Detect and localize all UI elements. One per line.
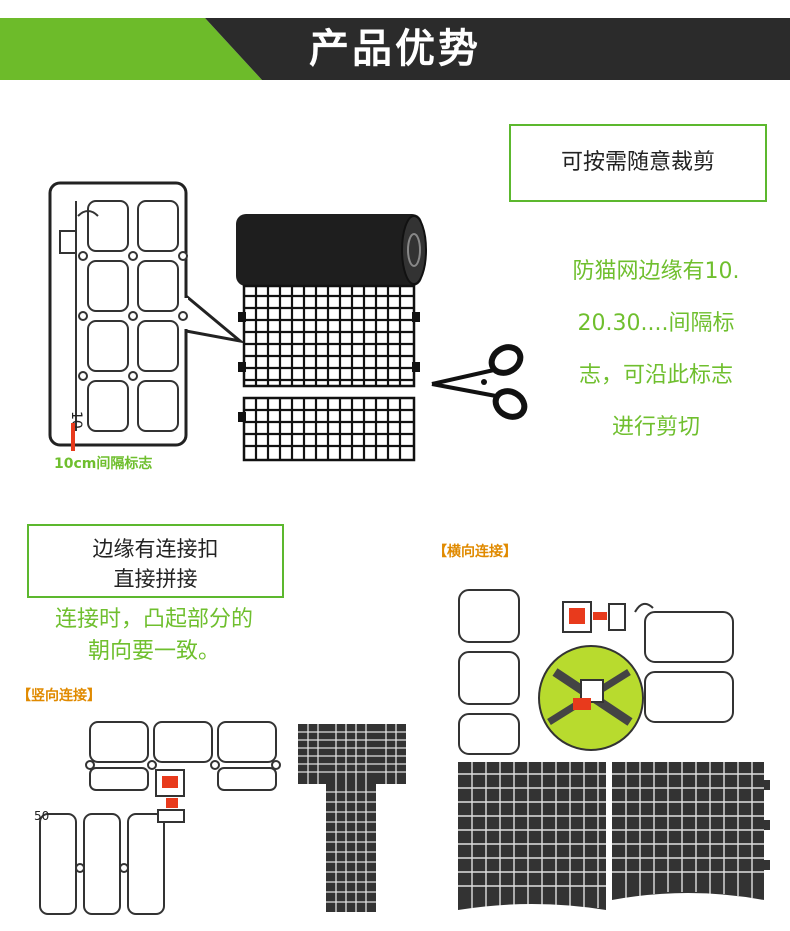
page-title: 产品优势 [309,26,481,72]
cut-description-line: 进行剪切 [611,415,700,440]
net-roll-image [236,214,427,462]
svg-text:10: 10 [68,411,84,429]
edge-feature-line: 直接拼接 [113,567,198,591]
cut-description-line: 志，可沿此标志 [578,363,733,388]
edge-feature-box: 边缘有连接扣 直接拼接 [27,524,284,598]
mark-label: 10cm间隔标志 [54,456,153,472]
horizontal-join-label: 【横向连接】 [433,544,517,560]
cut-description-line: 20.30....间隔标 [577,311,735,336]
vertical-join-image: 50 [34,721,281,915]
vertical-join-mesh-image [298,724,406,912]
horizontal-join-image [458,589,734,755]
join-instruction: 连接时，凸起部分的 朝向要一致。 [30,604,278,668]
cut-feature-label: 可按需随意裁剪 [560,150,715,175]
cut-description: 防猫网边缘有10. 20.30....间隔标 志，可沿此标志 进行剪切 [548,246,764,454]
svg-text:50: 50 [34,809,49,823]
cut-description-line: 防猫网边缘有10. [572,259,740,284]
edge-detail-image: 10 [48,181,246,451]
header-banner [0,18,790,80]
horizontal-join-mesh-image [458,762,770,910]
cut-feature-box: 可按需随意裁剪 [509,124,767,202]
join-instruction-line: 连接时，凸起部分的 [54,607,253,632]
edge-feature-line: 边缘有连接扣 [92,537,219,561]
scissors-icon [431,344,528,420]
vertical-join-label: 【竖向连接】 [17,688,101,704]
join-instruction-line: 朝向要一致。 [87,639,220,664]
